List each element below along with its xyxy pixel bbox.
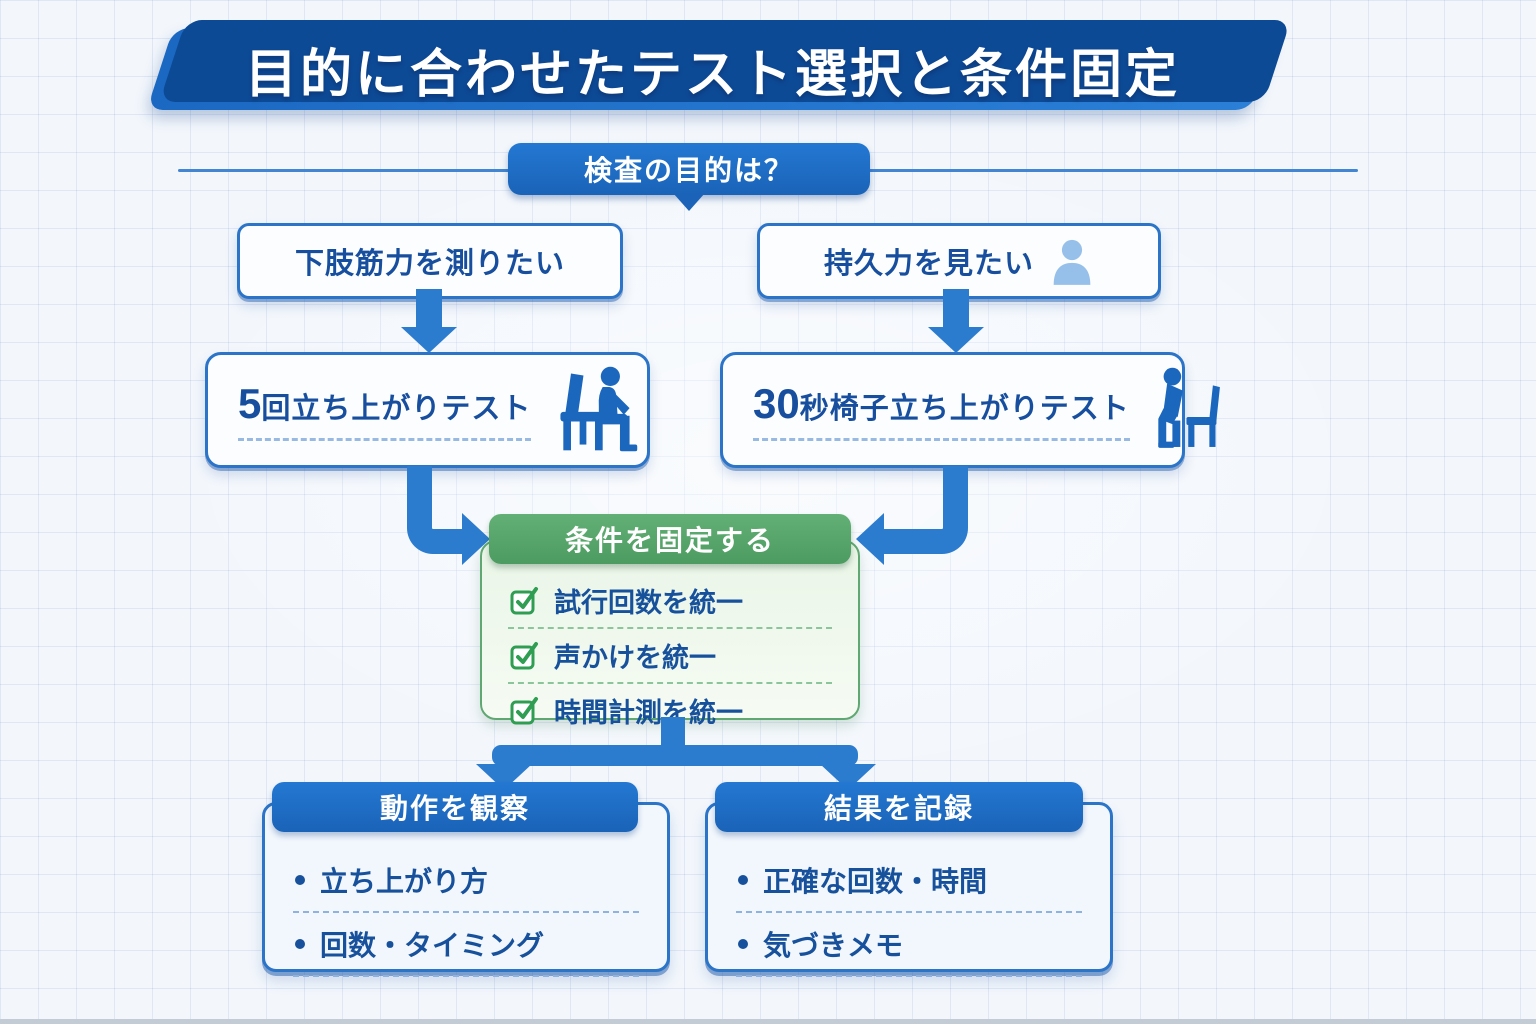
arrow-down-right-head [928, 327, 984, 353]
page-title: 目的に合わせたテスト選択と条件固定 [244, 45, 1180, 104]
question-bubble: 検査の目的は？ [508, 143, 870, 211]
split-arrow-bar [492, 745, 858, 766]
elbow-arrow-left-head [462, 513, 490, 565]
list-item-label: 正確な回数・時間 [763, 866, 988, 897]
bullet-icon [738, 875, 748, 885]
branch-box-leg-strength: 下肢筋力を測りたい [237, 223, 623, 299]
list-item: 気づきメモ [736, 913, 1082, 977]
person-rising-from-chair-icon [1146, 360, 1234, 460]
checkbox-checked-icon [510, 696, 538, 724]
test-box-30s-chair-stand: 30秒椅子立ち上がりテスト [720, 352, 1220, 468]
arrow-down-left-head [401, 327, 457, 353]
list-item-label: 立ち上がり方 [320, 866, 489, 897]
bullet-icon [295, 875, 305, 885]
list-item: 立ち上がり方 [293, 849, 639, 913]
test-box-5-rep-stand: 5回立ち上がりテスト [205, 352, 650, 468]
checklist-item-label: 時間計測を統一 [554, 698, 743, 728]
conditions-box: 試行回数を統一 声かけを統一 時間計測を統一 [480, 540, 860, 728]
person-sitting-on-chair-icon [547, 361, 643, 459]
branch-box-endurance: 持久力を見たい [757, 223, 1161, 299]
list-item: 回数・タイミング [293, 913, 639, 977]
test-right-number: 30 [753, 379, 800, 427]
test-right-label: 秒椅子立ち上がりテスト [799, 392, 1130, 425]
arrow-down-right-stem [943, 289, 969, 329]
elbow-arrow-right [883, 466, 968, 554]
checklist-item: 声かけを統一 [508, 629, 832, 684]
test-left-label: 回立ち上がりテスト [261, 392, 532, 425]
list-item-label: 回数・タイミング [320, 930, 545, 961]
branch-right-label: 持久力を見たい [823, 248, 1034, 280]
checklist-item-label: 試行回数を統一 [554, 588, 743, 618]
list-item: 正確な回数・時間 [736, 849, 1082, 913]
person-bust-icon [1050, 237, 1094, 285]
bullet-icon [738, 939, 748, 949]
outcome-header-observe: 動作を観察 [272, 782, 638, 832]
checkbox-checked-icon [510, 586, 538, 614]
checklist-item-label: 声かけを統一 [554, 643, 716, 673]
elbow-arrow-right-head [856, 513, 884, 565]
arrow-down-left-stem [416, 289, 442, 329]
bullet-icon [295, 939, 305, 949]
conditions-header: 条件を固定する [489, 514, 851, 564]
test-right-label-underlined: 30秒椅子立ち上がりテスト [753, 380, 1130, 441]
checkbox-checked-icon [510, 641, 538, 669]
title-banner: 目的に合わせたテスト選択と条件固定 [146, 28, 1279, 110]
bottom-edge-line [0, 1019, 1536, 1024]
observe-list: 立ち上がり方 回数・タイミング [265, 849, 667, 977]
checklist-item: 試行回数を統一 [508, 574, 832, 629]
conditions-checklist: 試行回数を統一 声かけを統一 時間計測を統一 [482, 574, 858, 737]
record-list: 正確な回数・時間 気づきメモ [708, 849, 1110, 977]
test-left-label-underlined: 5回立ち上がりテスト [238, 379, 532, 441]
outcome-header-record: 結果を記録 [715, 782, 1083, 832]
list-item-label: 気づきメモ [763, 930, 904, 961]
test-left-number: 5 [238, 379, 262, 427]
branch-left-label: 下肢筋力を測りたい [294, 248, 565, 280]
